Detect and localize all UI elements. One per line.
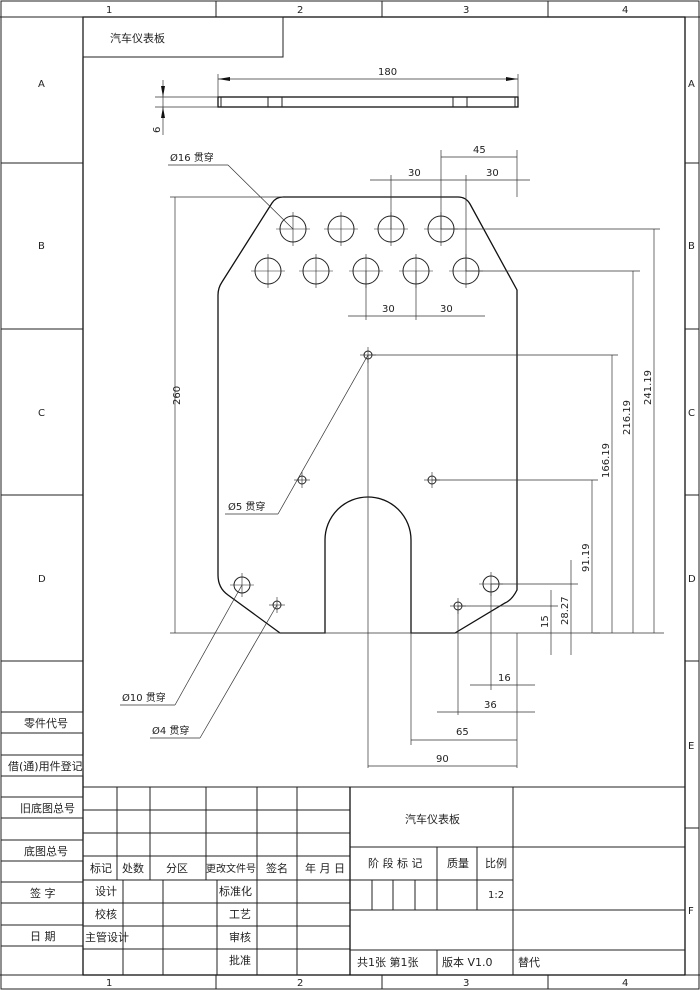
role-approve: 批准 (229, 953, 251, 967)
inner-frame (82, 16, 686, 976)
dim-30-bottom-1: 30 (382, 304, 395, 315)
role-review: 审核 (229, 930, 251, 944)
date-label: 日 期 (30, 930, 56, 943)
zone-row-d: D (38, 574, 46, 585)
plate-outline (217, 196, 518, 634)
dimension-lines (170, 150, 664, 768)
sheet-count: 共1张 第1张 (357, 955, 419, 969)
dim-216: 216.19 (622, 400, 633, 435)
callout-d4: Ø4 贯穿 (152, 724, 189, 737)
header-title-box (82, 16, 284, 58)
dim-260: 260 (172, 386, 183, 405)
holes (230, 212, 503, 614)
role-process: 工艺 (229, 908, 251, 921)
callout-d5: Ø5 贯穿 (228, 500, 265, 513)
zone-col-3: 3 (463, 5, 469, 16)
dim-166: 166.19 (601, 443, 612, 478)
zone-col-1: 1 (106, 5, 112, 16)
header-title: 汽车仪表板 (110, 31, 165, 45)
role-check: 校核 (95, 907, 117, 921)
dim-36: 36 (484, 700, 497, 711)
zone-col-2: 2 (297, 5, 303, 16)
zone-row-f-right: F (688, 906, 694, 917)
zone-row-a-right: A (688, 79, 695, 90)
dim-90: 90 (436, 754, 449, 765)
zone-col-4-bottom: 4 (622, 978, 628, 989)
dim-45: 45 (473, 145, 486, 156)
zone-col-4: 4 (622, 5, 628, 16)
zone-row-d-right: D (688, 574, 696, 585)
dim-180: 180 (378, 67, 397, 78)
base-drawing-label: 底图总号 (24, 844, 68, 858)
zone-col-2-bottom: 2 (297, 978, 303, 989)
replace-label: 替代 (518, 955, 540, 969)
zone-row-a: A (38, 79, 45, 90)
old-base-drawing-label: 旧底图总号 (20, 801, 75, 815)
borrowed-part-label: 借(通)用件登记 (8, 759, 83, 773)
dim-28: 28.27 (560, 596, 571, 625)
dim-91: 91.19 (581, 543, 592, 572)
title-block (83, 786, 685, 975)
version: 版本 V1.0 (442, 955, 493, 969)
th-zone: 分区 (166, 862, 188, 875)
th-mark: 标记 (90, 861, 112, 875)
dim-65: 65 (456, 727, 469, 738)
zone-col-3-bottom: 3 (463, 978, 469, 989)
drawing-name: 汽车仪表板 (405, 812, 460, 826)
zone-col-1-bottom: 1 (106, 978, 112, 989)
dim-30-bottom-2: 30 (440, 304, 453, 315)
th-signature: 签名 (266, 861, 288, 875)
th-count: 处数 (122, 862, 144, 875)
role-design: 设计 (95, 885, 117, 898)
dim-30-top-1: 30 (408, 168, 421, 179)
left-registration-strip: 零件代号 借(通)用件登记 旧底图总号 底图总号 签 字 日 期 (0, 711, 84, 947)
side-view: 180 6 (152, 67, 519, 135)
callout-d16: Ø16 贯穿 (170, 151, 214, 164)
callout-d10: Ø10 贯穿 (122, 691, 166, 704)
role-standardization: 标准化 (219, 884, 252, 898)
dim-30-top-2: 30 (486, 168, 499, 179)
zone-row-e-right: E (688, 741, 694, 752)
leader-lines (120, 164, 369, 739)
dim-15: 15 (540, 615, 551, 628)
dim-241: 241.19 (643, 370, 654, 405)
mass-label: 质量 (447, 857, 469, 870)
part-code-label: 零件代号 (24, 717, 68, 730)
signature-label: 签 字 (30, 886, 56, 900)
scale-label: 比例 (485, 856, 507, 870)
zone-row-c: C (38, 408, 45, 419)
stage-mark: 阶 段 标 记 (368, 856, 423, 870)
zone-row-c-right: C (688, 408, 695, 419)
scale-value: 1:2 (488, 890, 504, 901)
dim-16: 16 (498, 673, 511, 684)
th-date: 年 月 日 (305, 861, 345, 875)
dim-6: 6 (152, 127, 163, 133)
role-chief-design: 主管设计 (85, 930, 129, 944)
zone-row-b: B (38, 241, 45, 252)
th-change-doc: 更改文件号 (206, 862, 256, 875)
zone-row-b-right: B (688, 241, 695, 252)
